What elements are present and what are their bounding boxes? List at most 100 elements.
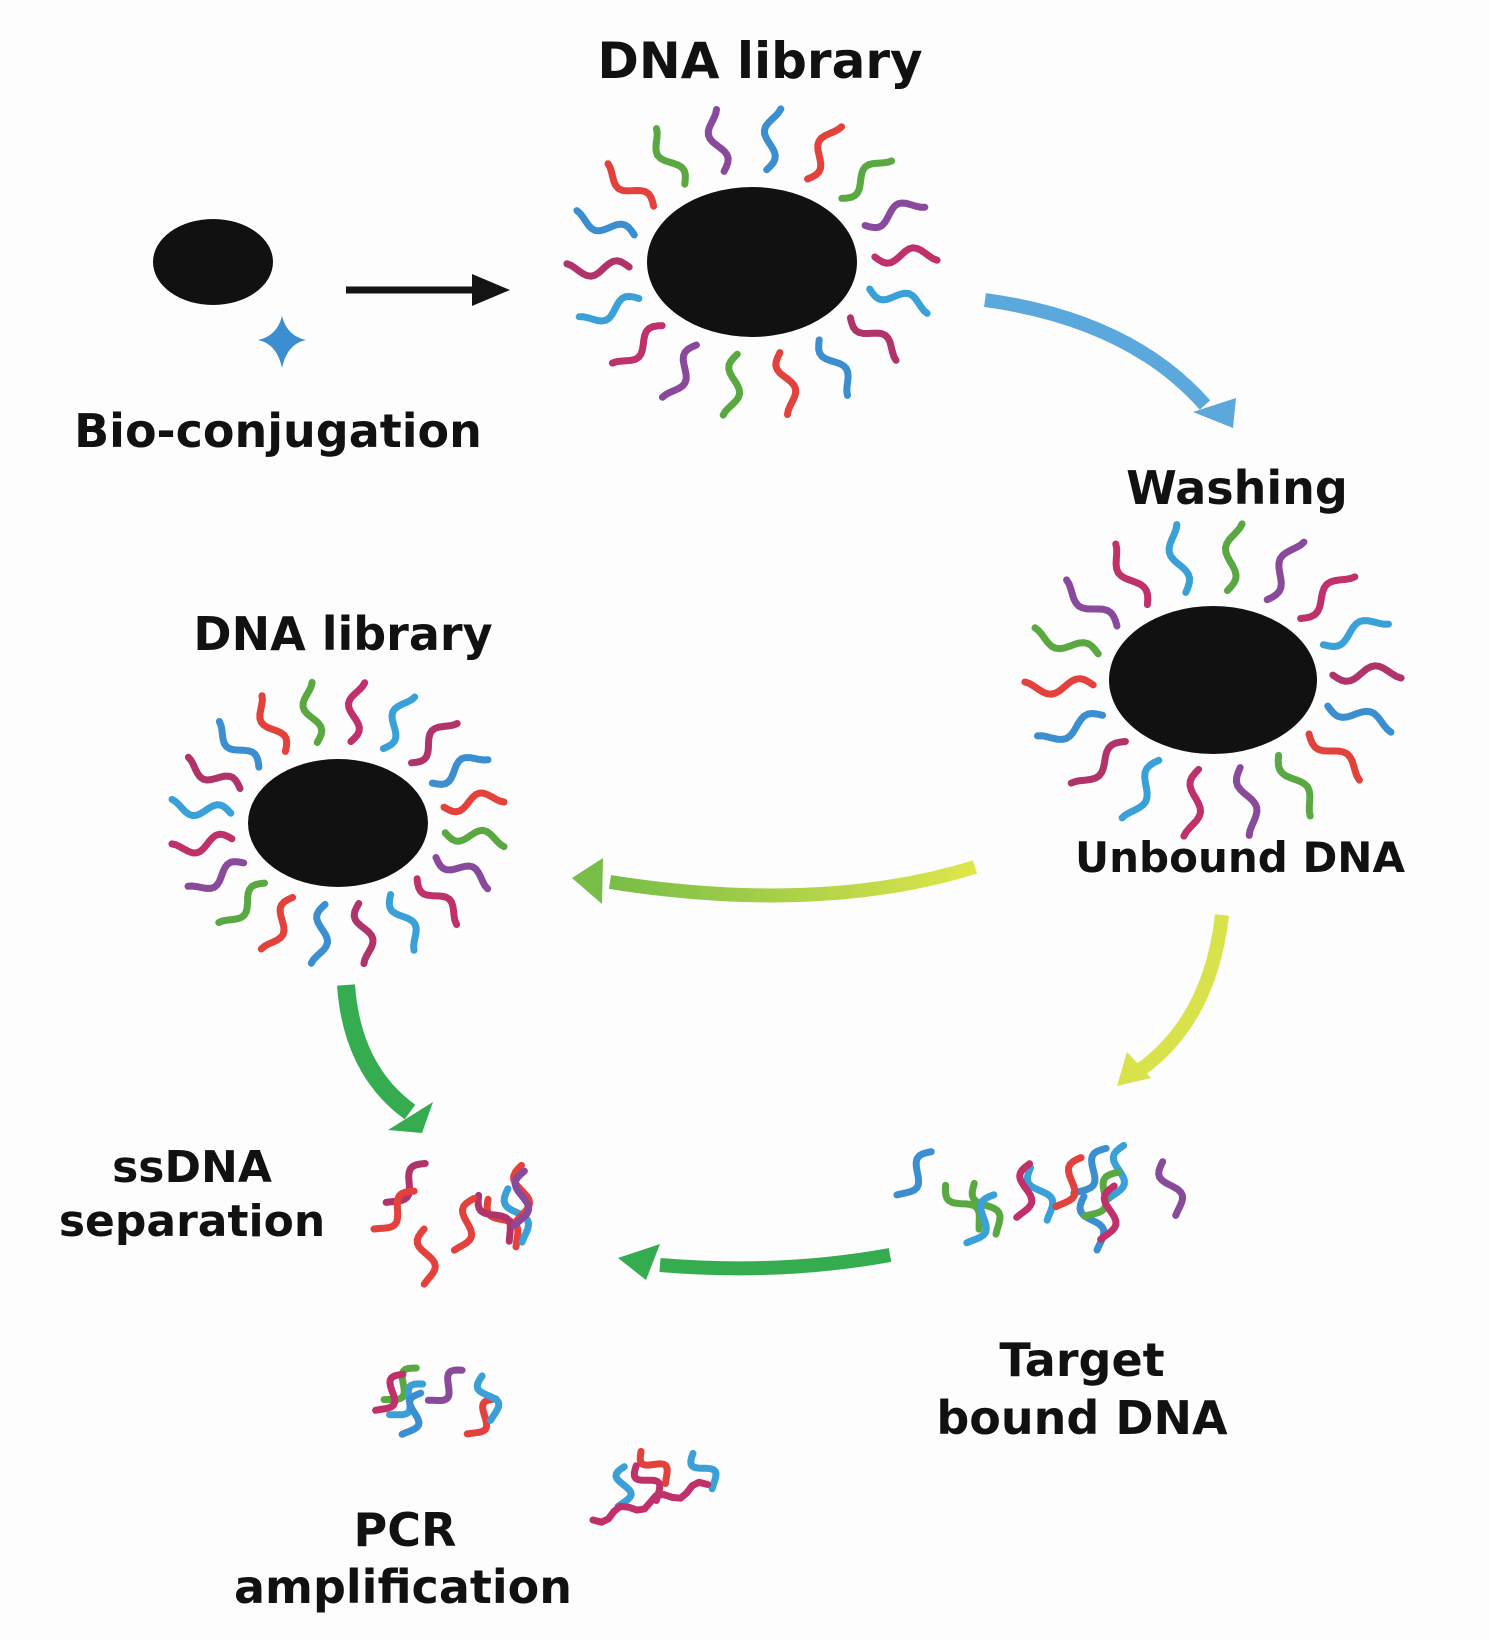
dna-strand [450, 1195, 478, 1254]
dna-strand [257, 893, 297, 953]
cluster-ssdna [370, 1160, 534, 1288]
dna-strand [428, 754, 492, 788]
dna-strand [432, 854, 492, 893]
dna-strand [307, 900, 331, 967]
dna-strand [382, 1160, 429, 1206]
dna-strand [846, 314, 900, 364]
bead [248, 759, 428, 887]
label-separation: separation [59, 1196, 325, 1247]
arrow-library-to-ssdna [337, 984, 433, 1133]
arrow-to-washing [984, 293, 1236, 428]
dna-strand [350, 900, 377, 968]
bead-plain [153, 219, 273, 305]
dna-strand [704, 106, 732, 175]
dna-strand [893, 1148, 935, 1199]
dna-strand [1274, 751, 1314, 820]
cluster-pcr-b [589, 1447, 720, 1526]
bead-washing [1021, 520, 1405, 840]
label-ssdna: ssDNA [112, 1142, 272, 1193]
dna-strand [866, 285, 931, 317]
dna-strand [1165, 521, 1194, 596]
dna-strand [1297, 573, 1359, 622]
dna-strand [772, 349, 800, 418]
dna-strand [215, 879, 268, 926]
dna-strand [1052, 1154, 1085, 1211]
dna-strand [370, 1187, 418, 1233]
label-bound-dna: bound DNA [936, 1391, 1228, 1445]
label-unbound-dna: Unbound DNA [1075, 833, 1405, 882]
dna-strand [372, 1370, 407, 1414]
dna-strand [256, 692, 291, 755]
bead-library-top [563, 105, 941, 419]
arrow-conjugation [346, 274, 510, 306]
bead [647, 187, 857, 337]
cluster-target-bound-dna [893, 1142, 1187, 1254]
dna-strand [1222, 520, 1246, 595]
cluster-pcr-a [372, 1364, 503, 1438]
dna-strand [1180, 765, 1204, 840]
arrow-unbound-to-library [572, 858, 978, 904]
dna-strand [871, 244, 941, 267]
dna-strand [573, 207, 638, 239]
dna-strand [963, 1191, 998, 1247]
label-target: Target [999, 1333, 1164, 1387]
dna-strand [838, 157, 896, 202]
dna-strand-long [589, 1478, 712, 1526]
dna-strand [1034, 710, 1107, 743]
dna-strand [463, 1395, 500, 1438]
label-dna-library-left: DNA library [193, 607, 492, 661]
dna-strand [1063, 576, 1121, 630]
dna-strand [474, 1191, 514, 1245]
dna-strand [636, 1447, 671, 1487]
dna-strand [1118, 756, 1163, 822]
dna-strand [719, 350, 744, 419]
dna-strand [1067, 738, 1129, 787]
dna-strand [184, 753, 244, 792]
dna-strand [652, 125, 689, 188]
label-bio-conjugation: Bio-conjugation [74, 404, 482, 458]
dna-strand [184, 858, 248, 892]
dna-strand [1324, 702, 1395, 736]
dna-strand [1021, 675, 1097, 698]
dna-strand [1319, 617, 1392, 650]
dna-strand [687, 1449, 720, 1493]
dna-strand [408, 720, 461, 767]
dna-strand [424, 1366, 466, 1404]
dna-strand [345, 679, 369, 746]
dna-strand [385, 891, 420, 954]
dna-strand [658, 341, 700, 401]
bead-library-left [168, 678, 508, 968]
dna-strand [440, 789, 508, 816]
label-dna-library-top: DNA library [597, 32, 922, 90]
dna-strand [1329, 662, 1405, 685]
dna-strand [215, 718, 263, 771]
dna-strand [398, 1389, 425, 1438]
dna-strand [1155, 1158, 1187, 1219]
arrow-target-to-ssdna [618, 1244, 892, 1280]
bead [1109, 606, 1317, 754]
dna-strand [604, 160, 658, 210]
dna-strand [630, 1462, 664, 1504]
dna-strand [563, 257, 633, 280]
dna-strand [608, 322, 666, 367]
dna-strand [1305, 730, 1363, 784]
dna-strand [968, 1179, 1004, 1238]
dna-strand [1263, 538, 1308, 604]
dna-strand [168, 795, 235, 820]
dna-strand [1031, 624, 1102, 658]
dna-strand [413, 875, 461, 928]
dna-strand [941, 1181, 983, 1233]
dna-strand [861, 199, 929, 232]
label-washing: Washing [1126, 461, 1348, 515]
dna-strand [413, 1225, 439, 1288]
dna-strand [168, 830, 236, 857]
dna-strand [612, 1463, 635, 1510]
arrow-washing-to-target [1117, 914, 1229, 1086]
dna-strand [379, 693, 419, 753]
label-amplification: amplification [234, 1560, 572, 1614]
dna-strand [299, 678, 326, 746]
dna-strand [1013, 1160, 1036, 1221]
dna-strand [1232, 764, 1261, 839]
